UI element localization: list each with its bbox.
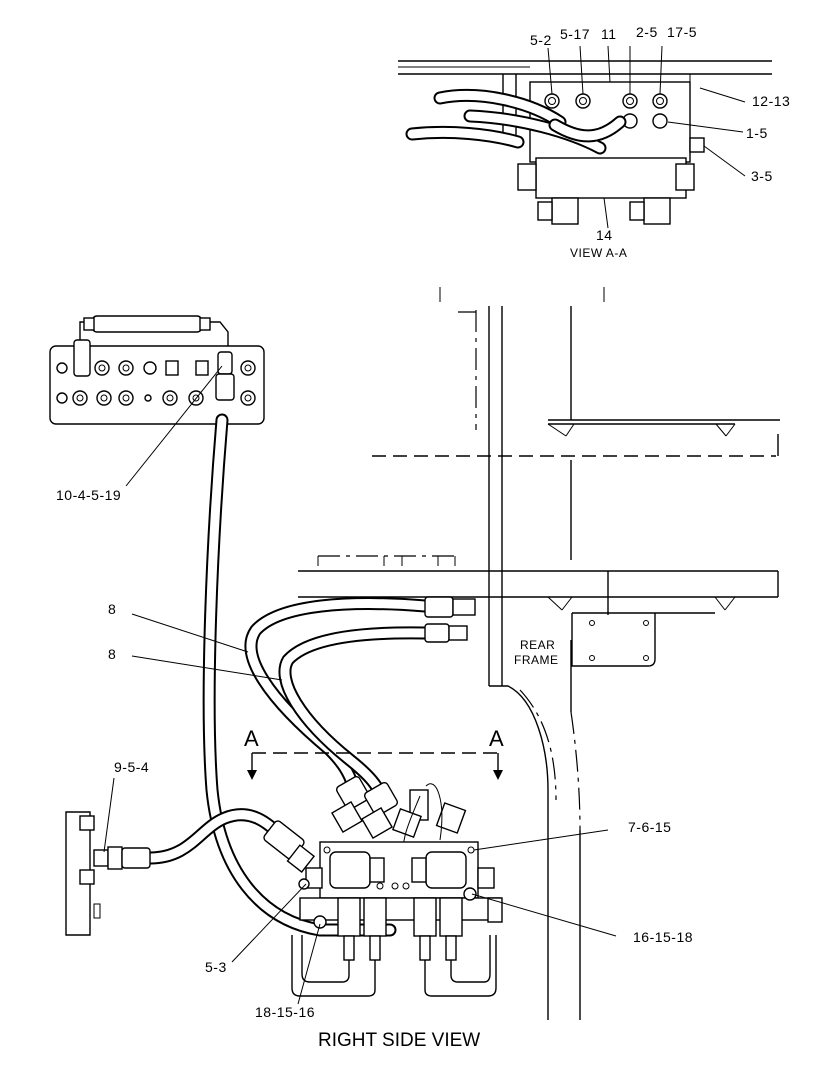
rear-frame-label: REAR: [520, 638, 555, 652]
side-hose: [143, 808, 316, 874]
callout-7-6-15: 7-6-15: [628, 819, 671, 835]
callout-12-13: 12-13: [752, 93, 790, 109]
long-hose: [202, 413, 397, 937]
section-label-a-left: A: [244, 726, 259, 751]
manifold-tube: [91, 315, 203, 333]
solenoid-left: [329, 851, 371, 889]
right-side-view: REAR FRAME: [49, 287, 780, 1051]
section-label-a-right: A: [489, 726, 504, 751]
callout-11: 11: [601, 26, 617, 42]
callout-8-lower: 8: [108, 646, 116, 662]
callout-5-2: 5-2: [530, 32, 552, 48]
manifold-block: [49, 315, 265, 425]
section-marker-aa: A A: [244, 726, 504, 780]
hoses-8: [244, 596, 476, 805]
callout-8-upper: 8: [108, 601, 116, 617]
callout-1-5: 1-5: [746, 125, 768, 141]
callout-3-5: 3-5: [751, 168, 773, 184]
control-valve: [291, 776, 503, 997]
solenoid-right: [425, 851, 467, 889]
callout-9-5-4: 9-5-4: [114, 759, 149, 775]
hoses-top-view: [405, 89, 627, 155]
callout-17-5: 17-5: [667, 24, 697, 40]
callout-5-17: 5-17: [560, 26, 590, 42]
rear-frame-structure: REAR FRAME: [298, 287, 780, 1020]
callout-16-15-18: 16-15-18: [633, 929, 693, 945]
view-title: RIGHT SIDE VIEW: [318, 1030, 480, 1051]
callout-10-4-5-19: 10-4-5-19: [56, 487, 121, 503]
callout-14: 14: [596, 227, 613, 243]
electrical-connectors: [291, 897, 503, 997]
port-fittings-top-view: [544, 93, 705, 153]
callout-18-15-16: 18-15-16: [255, 1004, 315, 1020]
view-aa-caption: VIEW A-A: [570, 246, 627, 260]
manifold-ports: [56, 339, 256, 406]
left-bracket: [65, 811, 151, 936]
view-aa: 5-2 5-17 11 2-5 17-5 12-13 1-5 3-5 14 VI…: [398, 24, 790, 260]
callout-2-5: 2-5: [636, 24, 658, 40]
callout-5-3: 5-3: [205, 959, 227, 975]
rear-frame-label: FRAME: [514, 653, 559, 667]
